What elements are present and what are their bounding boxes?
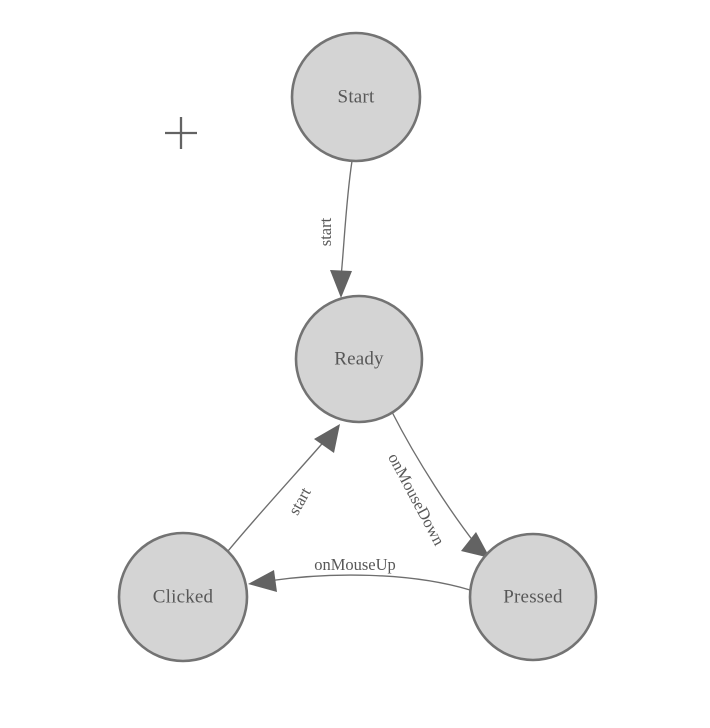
edge-line-pressed-to-clicked — [267, 574, 471, 591]
edge-label-clicked-to-ready: start — [284, 484, 315, 518]
edge-pressed-to-clicked[interactable]: onMouseUp — [248, 555, 471, 592]
edge-label-ready-to-pressed: onMouseDown — [384, 450, 449, 549]
edge-line-ready-to-pressed — [391, 411, 478, 547]
node-clicked-circle[interactable] — [117, 531, 249, 663]
edge-label-start-to-ready: start — [316, 217, 335, 246]
edge-label-pressed-to-clicked: onMouseUp — [314, 555, 396, 574]
node-pressed-label: Pressed — [503, 586, 563, 607]
node-start-circle[interactable] — [290, 31, 422, 163]
node-start-label: Start — [338, 86, 375, 107]
node-pressed[interactable]: Pressed — [468, 532, 598, 662]
arrowhead-start-to-ready — [330, 270, 352, 298]
node-ready-circle[interactable] — [294, 294, 424, 424]
crosshair-icon[interactable] — [165, 117, 197, 149]
edge-start-to-ready[interactable]: start — [316, 160, 353, 298]
edge-ready-to-pressed[interactable]: onMouseDown — [384, 411, 490, 558]
edge-clicked-to-ready[interactable]: start — [227, 424, 340, 552]
arrowhead-clicked-to-ready — [314, 424, 340, 453]
arrowhead-ready-to-pressed — [461, 532, 490, 558]
node-pressed-circle[interactable] — [468, 532, 598, 662]
node-ready[interactable]: Ready — [294, 294, 424, 424]
arrowhead-pressed-to-clicked — [248, 570, 277, 592]
node-ready-label: Ready — [334, 348, 384, 369]
edge-line-clicked-to-ready — [227, 437, 328, 552]
edge-line-start-to-ready — [340, 160, 353, 278]
node-start[interactable]: Start — [290, 31, 422, 163]
node-clicked[interactable]: Clicked — [117, 531, 249, 663]
node-clicked-label: Clicked — [153, 586, 214, 607]
